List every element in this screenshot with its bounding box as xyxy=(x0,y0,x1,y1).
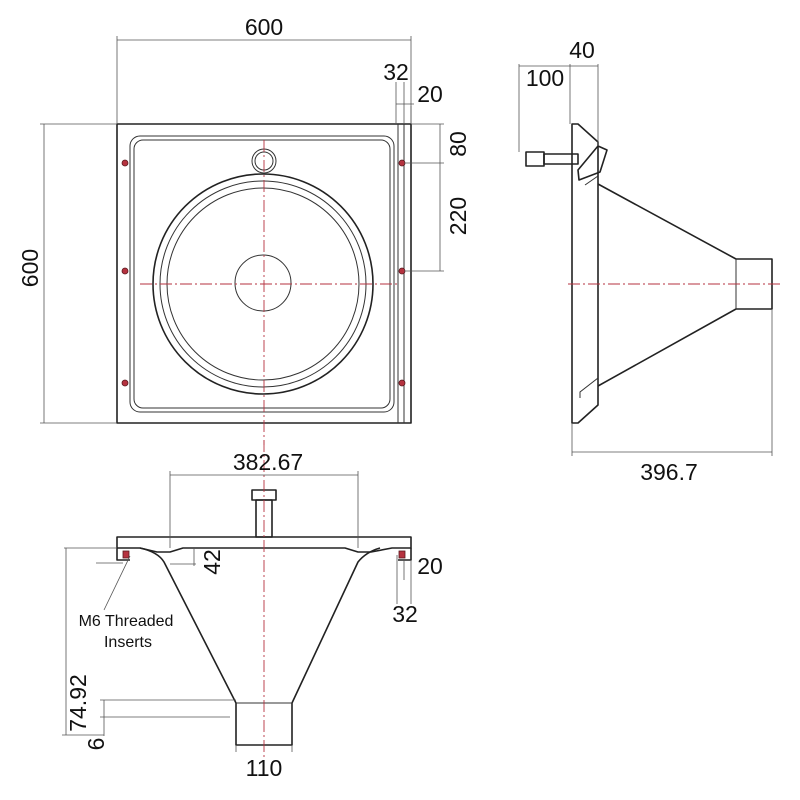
side-depth-label: 396.7 xyxy=(640,459,698,485)
side-spigot xyxy=(525,151,545,167)
plan-inner-tray-lip xyxy=(133,139,391,409)
fixing-hole xyxy=(121,379,129,387)
front-lip-label: 6 xyxy=(83,738,109,751)
front-funnel-body xyxy=(139,547,381,746)
plan-height-label: 600 xyxy=(17,249,43,287)
plan-inner-tray xyxy=(129,135,395,413)
front-flange-depth-label: 42 xyxy=(199,549,225,575)
threaded-insert xyxy=(398,550,406,559)
front-insert-depth-label: 32 xyxy=(392,601,418,627)
side-tap-bracket xyxy=(577,145,608,181)
insert-note-line2: Inserts xyxy=(104,634,152,651)
side-outlet-offset-label: 40 xyxy=(569,37,595,63)
plan-bowl-outer xyxy=(152,173,374,395)
front-bowl-width-label: 382.67 xyxy=(233,449,303,475)
side-back-plate xyxy=(571,123,599,424)
side-view: 40 100 396.7 xyxy=(518,37,780,485)
plan-hole-offset-label: 80 xyxy=(445,131,471,157)
plan-view: 600 600 32 20 80 220 xyxy=(17,14,471,445)
plan-drain-outlet xyxy=(234,254,292,312)
plan-flange-label: 32 xyxy=(383,59,409,85)
side-outlet-label: 100 xyxy=(526,65,564,91)
insert-note-line1: M6 Threaded xyxy=(79,613,174,630)
fixing-hole xyxy=(121,159,129,167)
plan-slot-label: 20 xyxy=(417,81,443,107)
plan-hole-spacing-label: 220 xyxy=(445,197,471,235)
front-drop-label: 74.92 xyxy=(65,674,91,732)
fixing-hole xyxy=(398,379,406,387)
front-outlet-dia-label: 110 xyxy=(246,755,283,781)
threaded-insert xyxy=(122,550,130,559)
side-funnel-body xyxy=(597,183,773,387)
front-insert-label: 20 xyxy=(417,553,443,579)
plan-width-label: 600 xyxy=(245,14,283,40)
fixing-hole xyxy=(121,267,129,275)
front-view: 382.67 42 20 32 M6 Threaded Inserts 74.9… xyxy=(62,440,443,781)
